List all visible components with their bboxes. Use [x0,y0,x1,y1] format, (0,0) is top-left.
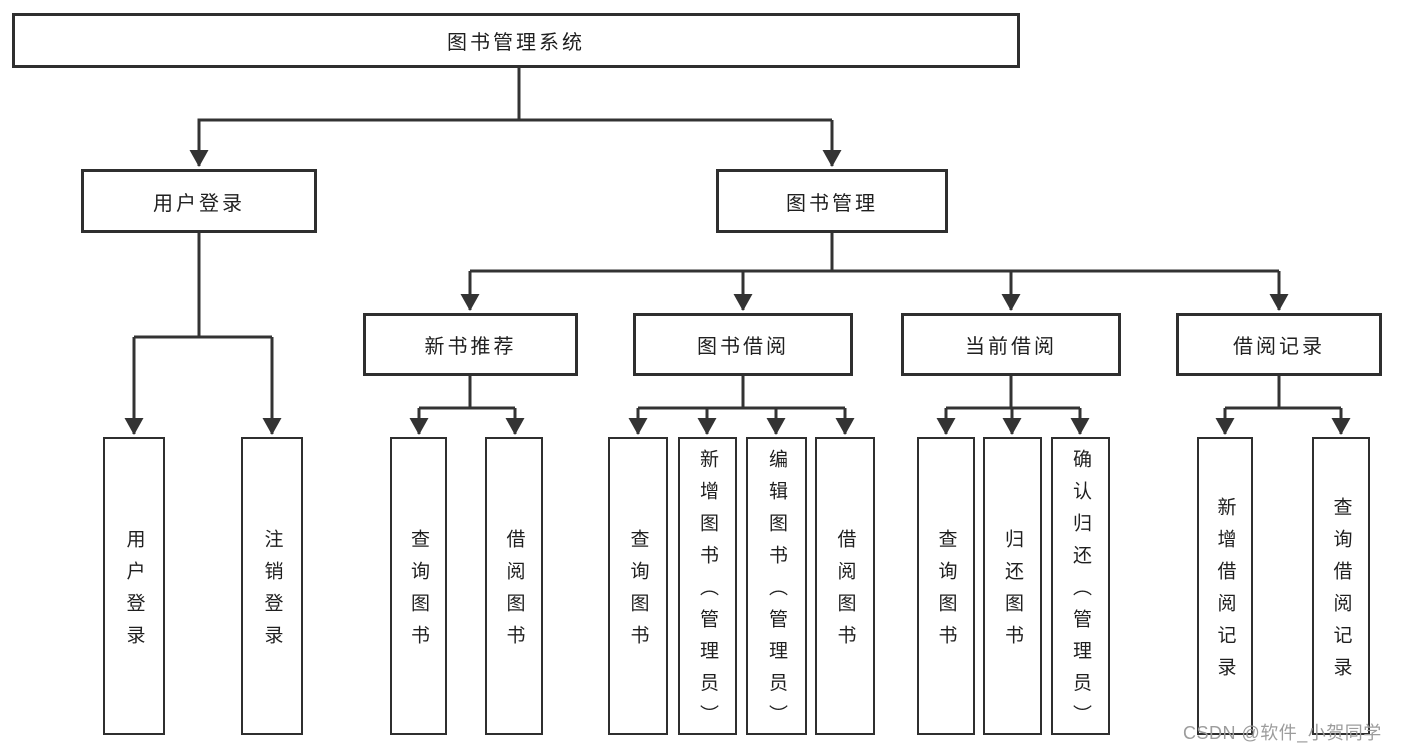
watermark: CSDN @软件_小贺同学 [1183,723,1382,743]
node-current-borrowing: 当前借阅 [901,313,1121,376]
leaf-records-add-borrow-record: 新增借阅记录 [1197,437,1253,735]
leaf-label: 查询图书 [935,528,957,657]
leaf-label: 新增图书（管理员） [697,448,718,737]
connector-skeleton [134,68,1341,410]
connector-root-to-level2 [197,68,832,122]
connector-arrows [124,120,1351,435]
leaf-user-login: 用户登录 [103,437,165,735]
leaf-label: 查询图书 [408,528,429,657]
node-user-login: 用户登录 [81,169,317,233]
connector-book-borrowing-to-leaves [638,374,845,410]
connector-new-books-to-leaves [419,374,515,410]
node-new-book-recommendation: 新书推荐 [363,313,578,376]
leaf-newbook-borrow-books: 借阅图书 [485,437,543,735]
leaf-label: 用户登录 [123,528,145,657]
leaf-label: 借阅图书 [834,528,856,657]
node-book-borrowing: 图书借阅 [633,313,853,376]
leaf-borrow-borrow-books: 借阅图书 [815,437,875,735]
leaf-borrow-query-books: 查询图书 [608,437,668,735]
leaf-label: 注销登录 [261,528,283,657]
leaf-label: 编辑图书（管理员） [766,448,787,737]
leaf-label: 查询借阅记录 [1330,496,1352,689]
connector-book-management-to-level3 [470,231,1279,273]
connector-borrowing-records-to-leaves [1225,374,1341,410]
leaf-label: 查询图书 [627,528,649,657]
leaf-borrow-add-book-admin: 新增图书（管理员） [678,437,737,737]
node-borrowing-records: 借阅记录 [1176,313,1382,376]
leaf-label: 确认归还（管理员） [1070,448,1091,737]
connector-current-borrowing-to-leaves [946,374,1080,410]
leaf-label: 归还图书 [1002,528,1023,657]
leaf-label: 新增借阅记录 [1214,496,1236,689]
connector-user-login-to-leaves [134,231,272,339]
node-library-management-system: 图书管理系统 [12,13,1020,68]
leaf-current-query-books: 查询图书 [917,437,975,735]
node-book-management: 图书管理 [716,169,948,233]
leaf-label: 借阅图书 [503,528,525,657]
leaf-current-return-books: 归还图书 [983,437,1042,735]
leaf-newbook-query-books: 查询图书 [390,437,447,735]
leaf-current-confirm-return-admin: 确认归还（管理员） [1051,437,1110,737]
leaf-borrow-edit-book-admin: 编辑图书（管理员） [746,437,807,737]
leaf-records-query-borrow-record: 查询借阅记录 [1312,437,1370,735]
leaf-logout: 注销登录 [241,437,303,735]
